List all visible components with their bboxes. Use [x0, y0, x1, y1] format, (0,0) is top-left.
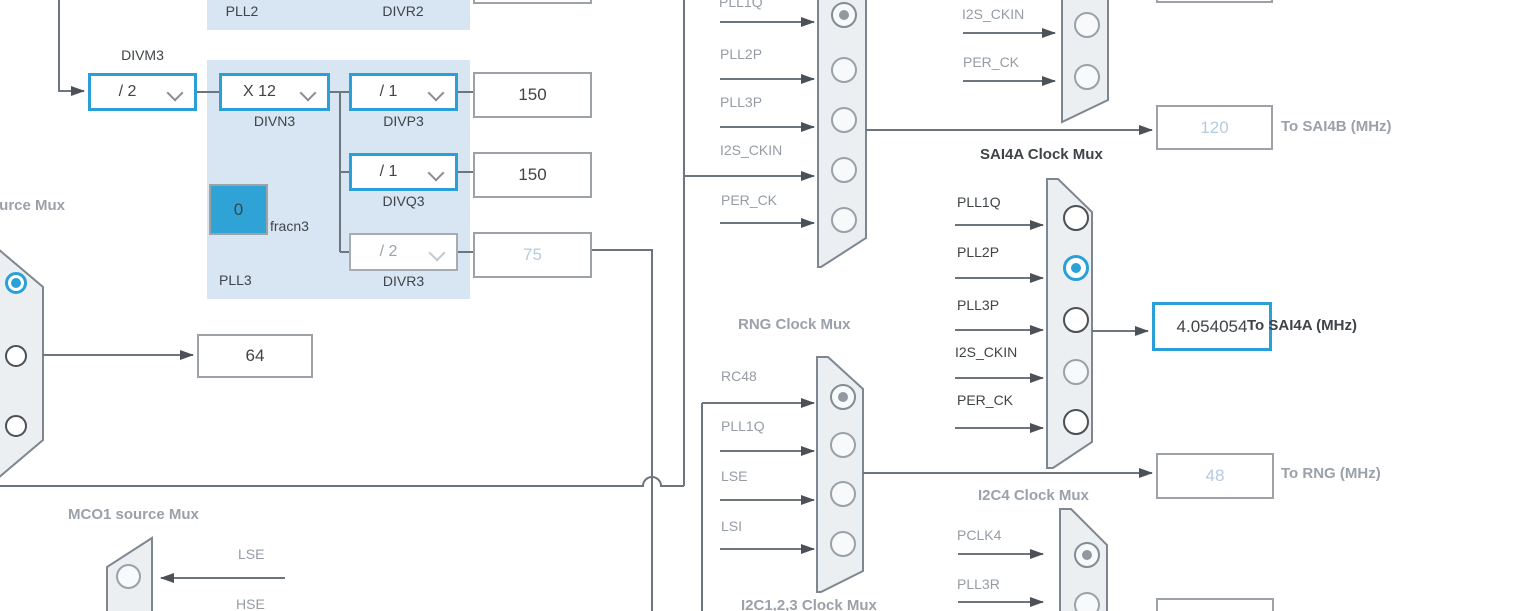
sai4b-radio-per-ck[interactable]	[831, 207, 857, 233]
source-mux-radio-3[interactable]	[5, 415, 27, 437]
sai4b-input-i2s-ckin-label: I2S_CKIN	[720, 142, 783, 158]
wire-pll3r-down	[592, 249, 653, 611]
pll2-label: PLL2	[225, 3, 259, 19]
source-mux-radio-2[interactable]	[5, 345, 27, 367]
source-mux-radio-selected[interactable]	[5, 272, 27, 294]
top-output-field-partial	[1156, 0, 1273, 3]
rng-radio-rc48-selected[interactable]	[830, 384, 856, 410]
topright-radio-per-ck[interactable]	[1074, 64, 1100, 90]
topright-input-i2s-ckin-label: I2S_CKIN	[962, 6, 1025, 22]
sai4a-mux-title: SAI4A Clock Mux	[980, 146, 1103, 163]
sai4b-radio-pll1q-selected[interactable]	[831, 2, 857, 28]
divr2-label: DIVR2	[382, 3, 424, 19]
divr3-value: / 2	[379, 243, 398, 260]
sai4a-output-field[interactable]: 4.054054	[1152, 302, 1272, 351]
divr3-label: DIVR3	[382, 273, 425, 289]
mco1-input-lse-label: LSE	[238, 546, 265, 562]
rng-output-label: To RNG (MHz)	[1281, 465, 1381, 482]
chevron-down-icon	[427, 84, 445, 102]
sai4a-radio-pll2p-selected[interactable]	[1063, 255, 1089, 281]
pll3-label: PLL3	[219, 272, 252, 288]
divq3-value: / 1	[379, 163, 398, 180]
rng-input-pll1q-label: PLL1Q	[721, 418, 765, 434]
divp3-label: DIVP3	[383, 113, 424, 129]
divq3-label: DIVQ3	[382, 193, 425, 209]
sai4a-radio-pll3p[interactable]	[1063, 307, 1089, 333]
mco1-mux-title: MCO1 source Mux	[68, 506, 199, 523]
sai4a-radio-i2s-ckin[interactable]	[1063, 359, 1089, 385]
rng-radio-lse[interactable]	[830, 481, 856, 507]
i2c4-output-field-partial	[1156, 598, 1274, 611]
divp3-dropdown[interactable]: / 1	[349, 73, 458, 111]
fracn3-field[interactable]: 0	[209, 184, 268, 235]
divq3-dropdown[interactable]: / 1	[349, 153, 458, 191]
sai4a-input-pll3p-label: PLL3P	[957, 297, 1000, 313]
divm3-value: / 2	[118, 83, 137, 100]
fracn3-value: 0	[233, 199, 244, 219]
sai4b-input-per-ck-label: PER_CK	[721, 192, 778, 208]
chevron-down-icon	[427, 164, 445, 182]
divr3-output-field: 75	[473, 232, 592, 278]
divp3-output-field[interactable]: 150	[473, 72, 592, 118]
rng-radio-lsi[interactable]	[830, 531, 856, 557]
chevron-down-icon	[299, 84, 317, 102]
topright-radio-i2s-ckin[interactable]	[1074, 12, 1100, 38]
chevron-down-icon	[428, 244, 446, 262]
arrow-divm3-input	[58, 0, 85, 96]
chevron-down-icon	[166, 84, 184, 102]
rng-output-field: 48	[1156, 453, 1274, 499]
sai4b-radio-i2s-ckin[interactable]	[831, 157, 857, 183]
rng-radio-pll1q[interactable]	[830, 432, 856, 458]
divr2-output-field-partial	[473, 0, 592, 4]
sai4b-output-label: To SAI4B (MHz)	[1281, 118, 1392, 135]
i2c123-mux-title: I2C1,2,3 Clock Mux	[741, 597, 877, 611]
wire-horizontal-hop	[0, 476, 684, 487]
divn3-dropdown[interactable]: X 12	[219, 73, 330, 111]
divn3-label: DIVN3	[253, 113, 296, 129]
sai4b-input-pll3p-label: PLL3P	[720, 94, 763, 110]
sai4a-input-pll1q-label: PLL1Q	[957, 194, 1001, 210]
sai4a-input-i2s-ckin-label: I2S_CKIN	[955, 344, 1018, 360]
fracn3-label: fracn3	[270, 218, 309, 234]
sai4a-radio-per-ck[interactable]	[1063, 409, 1089, 435]
sai4b-input-pll1q-label: PLL1Q	[719, 0, 763, 10]
sai4a-input-per-ck-label: PER_CK	[957, 392, 1014, 408]
rng-input-lse-label: LSE	[721, 468, 748, 484]
pll2-panel	[207, 0, 470, 30]
rng-input-lsi-label: LSI	[721, 518, 743, 534]
divr3-dropdown: / 2	[349, 233, 458, 271]
sai4a-output-label: To SAI4A (MHz)	[1247, 317, 1357, 334]
wire-divn3-branches	[330, 91, 349, 253]
i2c4-radio-pclk4-selected[interactable]	[1074, 542, 1100, 568]
divp3-value: / 1	[379, 83, 398, 100]
sai4b-radio-pll3p[interactable]	[831, 107, 857, 133]
i2c4-input-pll3r-label: PLL3R	[957, 576, 1000, 592]
i2c4-input-pclk4-label: PCLK4	[957, 527, 1002, 543]
mco1-input-hse-label: HSE	[236, 596, 265, 611]
divq3-output-field[interactable]: 150	[473, 152, 592, 198]
mco1-radio-lse[interactable]	[116, 564, 141, 589]
i2c4-mux-title: I2C4 Clock Mux	[978, 487, 1089, 504]
rng-input-rc48-label: RC48	[721, 368, 757, 384]
sai4b-radio-pll2p[interactable]	[831, 57, 857, 83]
sai4a-radio-pll1q[interactable]	[1063, 205, 1089, 231]
rng-mux-title: RNG Clock Mux	[738, 316, 851, 333]
divn3-value: X 12	[243, 83, 276, 100]
sai4b-input-pll2p-label: PLL2P	[720, 46, 763, 62]
sai4b-output-field: 120	[1156, 105, 1273, 150]
source-mux-output-field[interactable]: 64	[197, 334, 313, 378]
topright-input-per-ck-label: PER_CK	[963, 54, 1020, 70]
source-mux-title: Source Mux	[0, 197, 66, 214]
i2c4-radio-pll3r[interactable]	[1074, 592, 1100, 611]
wire-div-outputs	[458, 91, 473, 253]
divm3-dropdown[interactable]: / 2	[88, 73, 197, 111]
divm3-label: DIVM3	[121, 47, 164, 63]
sai4a-input-pll2p-label: PLL2P	[957, 244, 1000, 260]
